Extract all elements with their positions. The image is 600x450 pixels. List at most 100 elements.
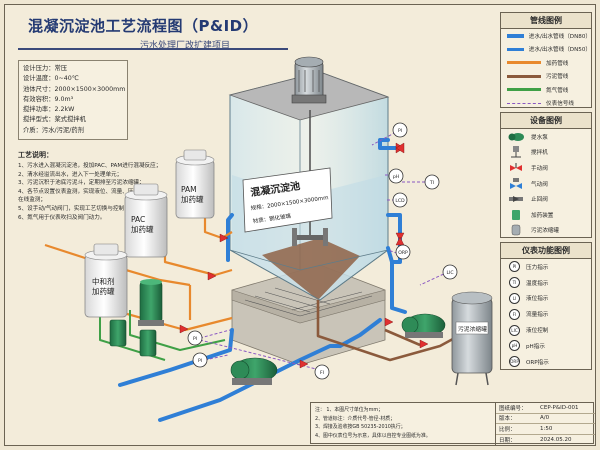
legend-label: 加药管线: [546, 60, 569, 67]
param-volume: 有效容积：9.0m³: [23, 95, 74, 103]
lic-tag: LIC: [446, 270, 453, 276]
manual-valve-icon: [510, 162, 522, 171]
process-note: 4、各节点设置仪表监测，实现液位、流量、压力、温度: [18, 188, 156, 195]
pac-tank: [124, 183, 168, 258]
lift-pump: [230, 357, 278, 385]
pac-tank-label: 加药罐: [131, 224, 154, 234]
instrument-tag: pH: [509, 340, 520, 352]
drawing-note: 注： 1、本图尺寸单位为mm；: [315, 407, 383, 413]
ph-tag: pH: [393, 174, 399, 180]
instrument-tag: FI: [509, 308, 520, 320]
process-note: 5、设手动/气动阀门，实现工艺切换与控制；: [18, 205, 130, 212]
param-temperature: 设计温度：0~40℃: [23, 75, 79, 83]
instrument-legend-title: 仪表功能图例: [501, 243, 591, 259]
legend-label: 仪表信号线: [546, 101, 574, 108]
legend-label: 手动阀: [531, 165, 548, 172]
design-parameters: 设计压力：常压 设计温度：0~40℃ 池体尺寸：2000×1500×3000mm…: [18, 60, 128, 141]
legend-label: 液位控制: [526, 328, 549, 335]
pam-tank-label: 加药罐: [181, 194, 204, 204]
sludge-pipes: [316, 300, 463, 362]
neutralizer-tank-label: 中和剂: [92, 276, 115, 286]
legend-row: 止回阀: [501, 191, 591, 207]
instrument-tag: PI: [509, 261, 520, 273]
fi-tag: FI: [320, 370, 324, 376]
mixer-icon: [511, 146, 521, 158]
info-row: 图纸编号： CEP-P&ID-001: [496, 403, 595, 414]
legend-label: 加药装置: [531, 212, 554, 219]
legend-row: PI 压力指示: [501, 259, 591, 275]
info-row: 日期：2024.05.20: [496, 435, 595, 446]
legend-row: 搅拌机: [501, 145, 591, 161]
param-size: 池体尺寸：2000×1500×3000mm: [23, 85, 126, 93]
process-note: 在线监测；: [18, 197, 46, 204]
pam-tank-label: PAM: [181, 185, 197, 194]
page-subtitle: 污水处理厂改扩建项目: [140, 41, 231, 51]
dosing-unit-icon: [512, 209, 520, 220]
legend-label: 污泥浓缩罐: [531, 228, 559, 235]
instruments: [187, 122, 458, 380]
param-pressure: 设计压力：常压: [23, 65, 68, 72]
title-block: 注： 1、本图尺寸单位为mm； 2、管道标注：介质代号-管径-材质； 3、焊接及…: [310, 402, 595, 445]
process-note: 6、氮气用于仪表吹扫及阀门动力。: [18, 214, 106, 221]
signal-line-swatch: [507, 102, 541, 104]
drawing-number: CEP-P&ID-001: [540, 404, 579, 411]
nitrogen-line-swatch: [507, 88, 541, 92]
legend-row: 污泥管线: [501, 70, 591, 84]
neutralizer-tank-label: 加药罐: [92, 286, 115, 296]
legend-label: 液位指示: [526, 296, 549, 303]
drawing-info: 图纸编号： CEP-P&ID-001 版本：A/0 比例： 1:50 日期：2024…: [495, 403, 595, 445]
dosing-pump-1: [138, 279, 164, 326]
legend-label: ORP指示: [526, 359, 549, 366]
device-legend: 设备图例 提水泵 搅拌机 手动阀 气动阀 止回阀 加药装置 污泥浓缩罐: [500, 112, 592, 238]
pneumatic-valve-icon: [510, 177, 522, 189]
title-underline: [18, 10, 288, 50]
neutralizer-tank: [84, 243, 128, 318]
pi-bottom-tag: PI: [198, 358, 202, 364]
check-valve-icon: [509, 196, 523, 203]
valves: [179, 142, 429, 369]
legend-row: 气动阀: [501, 176, 591, 192]
pipe-legend-title: 管线图例: [501, 13, 591, 29]
legend-row: 提水泵: [501, 129, 591, 145]
instrument-tag: LIC: [509, 324, 520, 336]
info-key: 比例：: [499, 426, 516, 433]
scale: 1:50: [540, 425, 553, 432]
info-key: 图纸编号：: [499, 405, 527, 412]
legend-row: 进水/出水管线（DN80）: [501, 29, 591, 43]
tank-label-panel: [242, 167, 333, 233]
legend-label: 压力指示: [526, 264, 549, 271]
drawing-notes: 注： 1、本图尺寸单位为mm； 2、管道标注：介质代号-管径-材质； 3、焊接及…: [315, 406, 485, 440]
legend-label: 气动阀: [531, 181, 548, 188]
revision: A/0: [540, 415, 550, 422]
legend-label: 温度指示: [526, 280, 549, 287]
orp-tag: ORP: [398, 250, 408, 256]
legend-row: LIC 液位控制: [501, 322, 591, 338]
param-medium: 介质：污水/污泥/药剂: [23, 126, 84, 134]
legend-row: 污泥浓缩罐: [501, 223, 591, 239]
dosing-pump-2: [109, 319, 157, 357]
process-notes: 工艺说明： 1、污水进入混凝沉淀池，投加PAC、PAM进行混凝反应； 2、清水经…: [18, 150, 161, 222]
process-note: 3、污泥沉积于池底污泥斗，定期排至污泥浓缩罐；: [18, 180, 145, 187]
process-note: 2、清水经溢流出水，进入下一处理单元；: [18, 171, 123, 178]
legend-label: 进水/出水管线（DN50）: [528, 47, 591, 54]
sludge-tank-icon: [511, 225, 521, 236]
discharge-pump: [401, 313, 446, 338]
sludge-tank-label: 污泥浓缩罐: [458, 325, 487, 333]
info-row: 版本：A/0: [496, 414, 595, 424]
param-mixer-type: 搅拌型式：桨式搅拌机: [23, 116, 86, 124]
date: 2024.05.20: [540, 436, 572, 443]
legend-label: 氮气管线: [546, 87, 569, 94]
pam-tank: [175, 149, 215, 219]
legend-row: 进水/出水管线（DN50）: [501, 43, 591, 57]
instrument-tag: TI: [509, 277, 520, 289]
drawing-note: 2、管道标注：介质代号-管径-材质；: [315, 415, 396, 422]
ti-tag: TI: [429, 180, 434, 186]
concrete-base: [231, 264, 386, 366]
drawing-note: 4、图中仪表位号为示意，具体以自控专业图纸为准。: [315, 432, 431, 439]
legend-label: 止回阀: [531, 197, 548, 204]
pi-left-tag: PI: [193, 336, 197, 342]
legend-row: TI 温度指示: [501, 275, 591, 291]
